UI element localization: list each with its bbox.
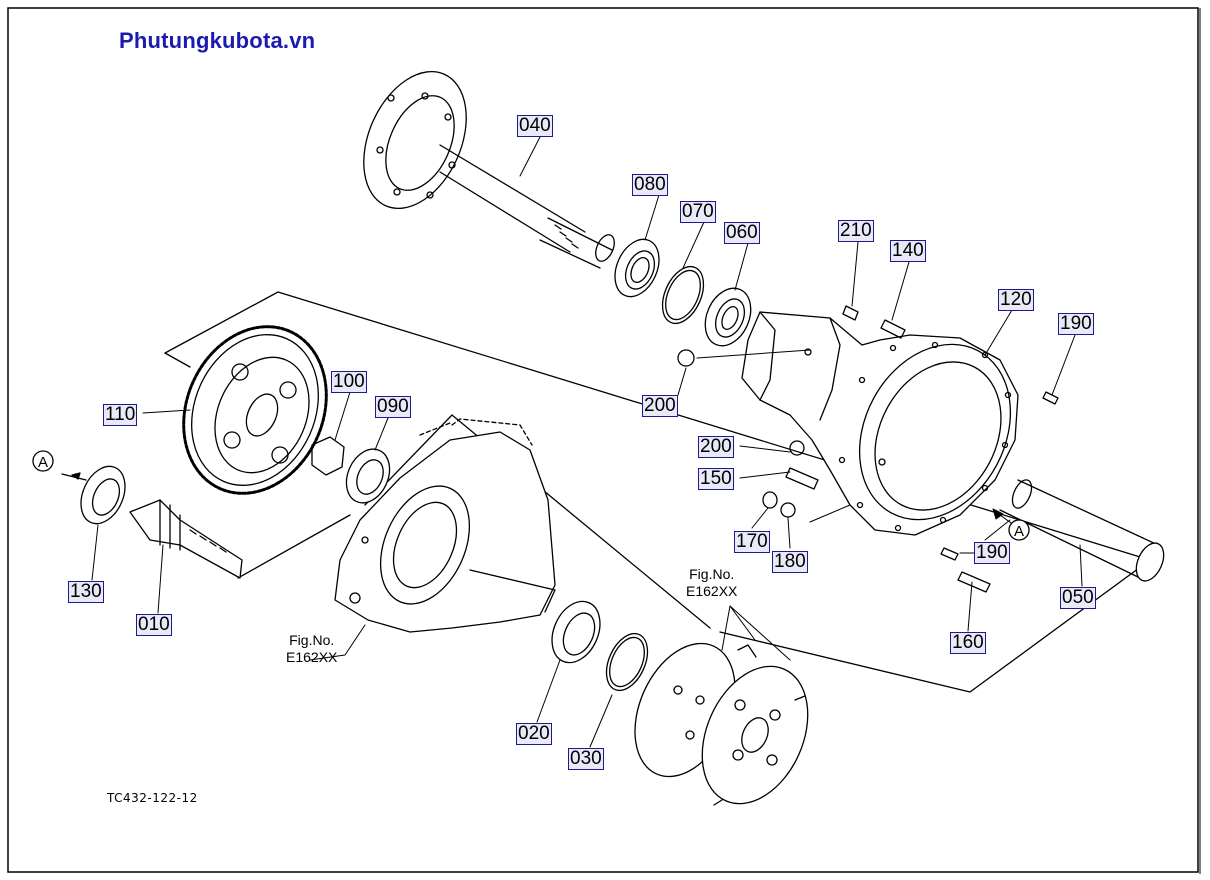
brand-watermark: Phutungkubota.vn bbox=[119, 28, 316, 53]
callout-070[interactable]: 070 bbox=[680, 201, 716, 223]
bolt-140 bbox=[880, 319, 906, 339]
section-mark-a-left-label: A bbox=[38, 454, 48, 471]
callout-150[interactable]: 150 bbox=[698, 468, 734, 490]
pin-190a bbox=[1042, 391, 1059, 405]
stud-160 bbox=[957, 571, 991, 593]
drawing-id: TC432-122-12 bbox=[107, 791, 198, 805]
plug-200b bbox=[789, 440, 805, 456]
callout-120[interactable]: 120 bbox=[998, 289, 1034, 311]
callout-210[interactable]: 210 bbox=[838, 220, 874, 242]
callout-160[interactable]: 160 bbox=[950, 632, 986, 654]
bearing-080 bbox=[614, 238, 660, 298]
section-mark-a-left bbox=[32, 450, 54, 472]
callout-190-upper[interactable]: 190 bbox=[1058, 313, 1094, 335]
callout-130[interactable]: 130 bbox=[68, 581, 104, 603]
section-mark-a-right bbox=[1008, 519, 1030, 541]
figure-ref-case-line1: Fig.No. bbox=[289, 632, 335, 648]
figure-ref-case-line2: E162XX bbox=[286, 649, 338, 665]
callout-190-lower[interactable]: 190 bbox=[974, 542, 1010, 564]
axle-tube-050 bbox=[999, 479, 1165, 582]
nut-100 bbox=[311, 436, 345, 476]
figure-ref-brake-line2: E162XX bbox=[686, 583, 738, 599]
plug-200a bbox=[677, 349, 695, 367]
diagram-border bbox=[7, 7, 1199, 873]
figure-ref-case: Fig.No. E162XX bbox=[286, 632, 337, 666]
callout-180[interactable]: 180 bbox=[772, 551, 808, 573]
callout-030[interactable]: 030 bbox=[568, 748, 604, 770]
callout-040[interactable]: 040 bbox=[517, 115, 553, 137]
callout-010[interactable]: 010 bbox=[136, 614, 172, 636]
shaft-flange-040 bbox=[363, 70, 615, 269]
transmission-case bbox=[334, 418, 556, 633]
bearing-020 bbox=[551, 600, 601, 664]
snap-ring-070 bbox=[661, 265, 705, 325]
section-mark-a-right-label: A bbox=[1014, 523, 1024, 540]
callout-100[interactable]: 100 bbox=[331, 371, 367, 393]
snap-ring-030 bbox=[605, 632, 649, 692]
callout-090[interactable]: 090 bbox=[375, 396, 411, 418]
bearing-130 bbox=[80, 465, 126, 525]
callout-050[interactable]: 050 bbox=[1060, 587, 1096, 609]
figure-ref-brake-line1: Fig.No. bbox=[689, 566, 735, 582]
brake-discs bbox=[634, 642, 809, 806]
breather-150 bbox=[785, 467, 819, 490]
bearing-060 bbox=[704, 287, 752, 347]
washer-180 bbox=[780, 502, 796, 518]
bearing-090 bbox=[345, 448, 391, 504]
bolt-210 bbox=[842, 305, 859, 321]
callout-140[interactable]: 140 bbox=[890, 240, 926, 262]
gear-110 bbox=[182, 325, 328, 495]
callout-200-lower[interactable]: 200 bbox=[698, 436, 734, 458]
callout-170[interactable]: 170 bbox=[734, 531, 770, 553]
callout-200-upper[interactable]: 200 bbox=[642, 395, 678, 417]
axle-housing-120 bbox=[741, 311, 1019, 536]
pinion-shaft-010 bbox=[129, 499, 243, 579]
callout-060[interactable]: 060 bbox=[724, 222, 760, 244]
pin-190b bbox=[940, 547, 959, 561]
figure-ref-brake: Fig.No. E162XX bbox=[686, 566, 737, 600]
callout-080[interactable]: 080 bbox=[632, 174, 668, 196]
callout-110[interactable]: 110 bbox=[103, 404, 138, 426]
nut-170 bbox=[762, 491, 778, 509]
callout-020[interactable]: 020 bbox=[516, 723, 552, 745]
